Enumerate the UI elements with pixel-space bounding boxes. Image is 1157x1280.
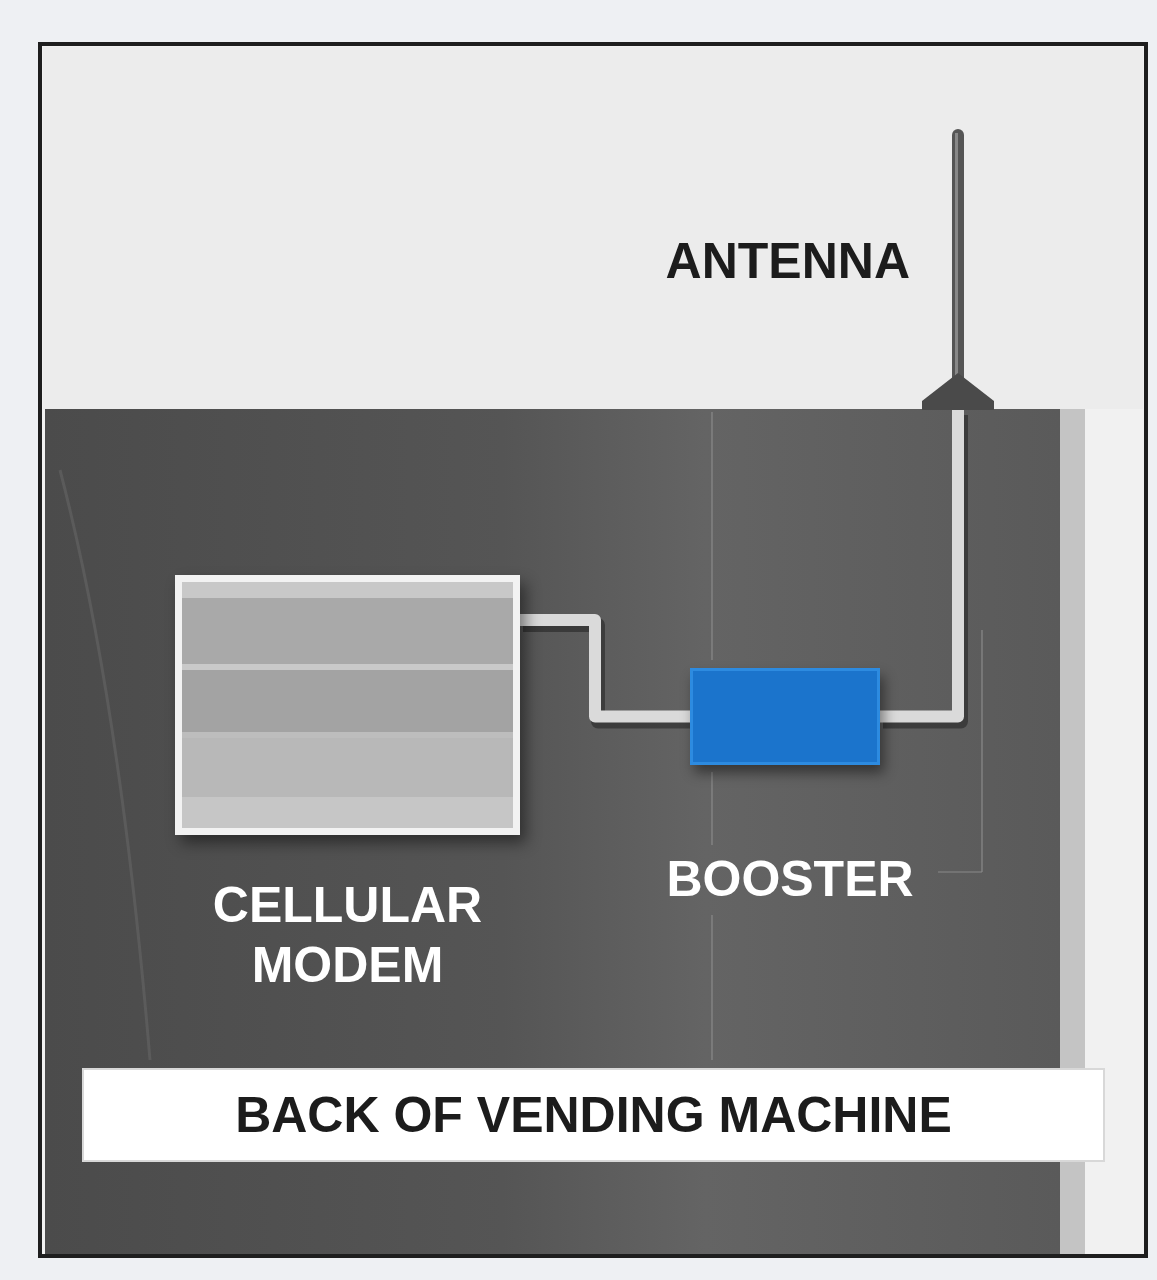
part-label: CELLULAR MODEM (175, 875, 520, 995)
part-label: BACK OF VENDING MACHINE (235, 1085, 952, 1145)
antenna-base (922, 373, 994, 410)
top-area (43, 47, 1143, 409)
cable (520, 620, 690, 717)
guide-line (981, 630, 982, 872)
part-label: BOOSTER (650, 849, 930, 909)
antenna-rod (952, 129, 964, 391)
antenna-drawing (920, 125, 996, 410)
cable-shadow (523, 625, 693, 722)
booster-box (690, 668, 880, 765)
guide-line (711, 412, 712, 660)
modem-node: CELLULAR MODEM (175, 575, 520, 995)
plate-node: BACK OF VENDING MACHINE (82, 1068, 1105, 1162)
guide-line (711, 915, 712, 1060)
antenna-symbol (920, 125, 996, 410)
guide-line (938, 871, 982, 872)
antenna-node: ANTENNA (600, 125, 1000, 412)
modem-box (175, 575, 520, 835)
booster-node: BOOSTER (650, 668, 930, 909)
part-label: ANTENNA (605, 231, 910, 291)
panel-highlight (60, 470, 150, 1060)
guide-line (711, 772, 712, 845)
cable-shadow (883, 415, 961, 722)
antenna-shine (955, 133, 958, 383)
cable (880, 410, 958, 717)
outer-frame (40, 44, 1146, 1256)
